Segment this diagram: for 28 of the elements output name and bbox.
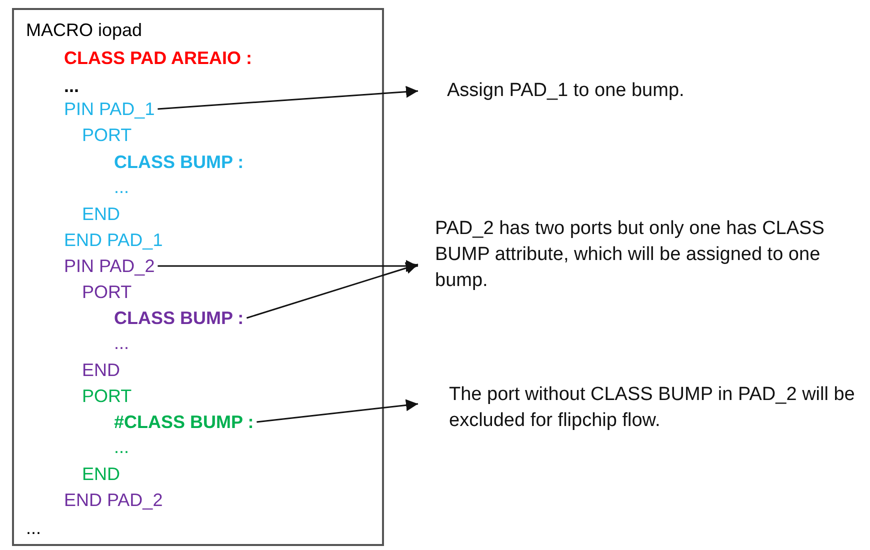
annotation-text: The port without CLASS BUMP in PAD_2 will be excluded for flipchip flow. — [418, 382, 858, 434]
code-line: ... — [114, 176, 130, 198]
code-line: PIN PAD_2 — [64, 255, 155, 277]
code-line: #CLASS BUMP : — [114, 411, 254, 433]
code-panel — [12, 8, 384, 546]
code-line: END PAD_1 — [64, 229, 163, 251]
code-line: CLASS BUMP : — [114, 307, 244, 329]
code-line: CLASS BUMP : — [114, 151, 244, 173]
code-line: CLASS PAD AREAIO : — [64, 47, 252, 69]
code-line: ... — [64, 75, 80, 97]
code-line: MACRO iopad — [26, 19, 142, 41]
arrow — [246, 262, 418, 319]
code-line: END PAD_2 — [64, 489, 163, 511]
code-line: ... — [114, 332, 130, 354]
code-line: END — [82, 463, 120, 485]
code-line: END — [82, 203, 120, 225]
arrow — [158, 260, 418, 272]
annotation-text: Assign PAD_1 to one bump. — [418, 78, 838, 104]
code-line: ... — [26, 517, 42, 539]
arrow — [256, 399, 418, 423]
code-line: PORT — [82, 385, 132, 407]
code-line: PORT — [82, 124, 132, 146]
code-line: ... — [114, 436, 130, 458]
arrow — [158, 86, 418, 110]
code-line: PORT — [82, 281, 132, 303]
code-line: PIN PAD_1 — [64, 98, 155, 120]
code-line: END — [82, 359, 120, 381]
annotation-text: PAD_2 has two ports but only one has CLASS BUMP attribute, which will be assigned to one bump. — [418, 216, 858, 294]
